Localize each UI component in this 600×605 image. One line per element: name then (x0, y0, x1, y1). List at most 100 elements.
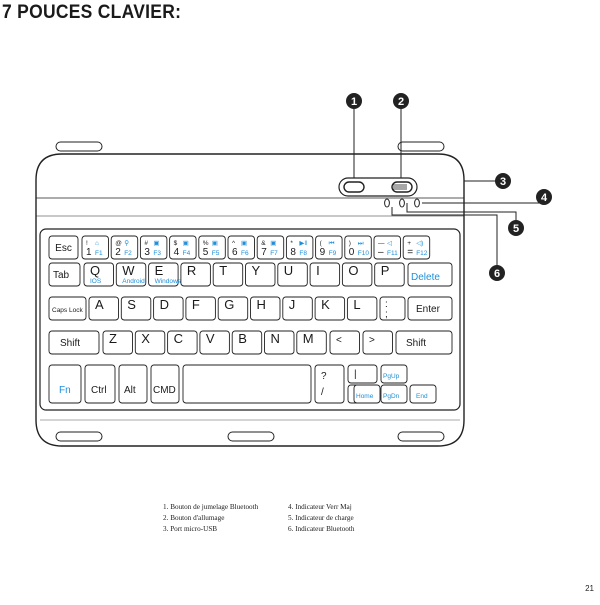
key-media-icon: ▣ (212, 240, 218, 247)
key-cmd-label: CMD (153, 385, 176, 396)
key-shift-left (48, 330, 100, 355)
key-number-= (402, 235, 431, 260)
key-letter-l (346, 296, 378, 321)
key-pgup (380, 364, 408, 384)
key-gt-label: > (369, 335, 375, 346)
key-media-icon: ▶‖ (299, 240, 307, 247)
key-letter-g (217, 296, 249, 321)
key-letter-r (180, 262, 211, 287)
key-letter-d (153, 296, 184, 321)
key-pgdn-label: PgDn (383, 393, 400, 400)
key-main-label: 1 (86, 247, 92, 258)
key-letter-o (341, 262, 373, 287)
key-main-label: 7 (261, 247, 267, 258)
key-shift-right (395, 330, 453, 355)
key-letter-k (314, 296, 346, 321)
page-number: 21 (585, 584, 594, 593)
key-main-label: 6 (232, 247, 238, 258)
legend-item-5: 5. Indicateur de charge (288, 514, 354, 522)
callout-1: 1 (346, 93, 362, 109)
key-letter-p (374, 262, 405, 287)
key-esc-label: Esc (55, 243, 72, 254)
key-letter-label: A (95, 297, 104, 312)
key-letter-e (148, 262, 179, 287)
key-caps-lock (48, 296, 87, 321)
key-letter-label: V (206, 331, 215, 346)
key-main-label: 4 (174, 247, 180, 258)
callout-5: 5 (508, 220, 524, 236)
key-letter-s (120, 296, 152, 321)
key-number-4 (169, 235, 197, 260)
key-fn (48, 364, 82, 404)
key-number-2 (110, 235, 139, 260)
key-media-icon: ▣ (183, 240, 189, 247)
key-fn-label: F12 (416, 250, 428, 257)
bluetooth-pairing-button (343, 181, 365, 193)
callout-3: 3 (495, 173, 511, 189)
legend-column-2: 4. Indicateur Verr Maj 5. Indicateur de … (288, 502, 354, 535)
key-caps-label: Caps Lock (52, 307, 83, 314)
key-delete (407, 262, 453, 287)
key-main-label: 9 (320, 247, 326, 258)
key-letter-y (245, 262, 276, 287)
key-letter-label: P (381, 263, 390, 278)
key-letter-x (134, 330, 166, 355)
key-top-label: ) (349, 240, 351, 247)
key-top-label: ( (320, 240, 323, 247)
key-media-icon: ◁ (387, 240, 393, 247)
key-media-icon: ⌂ (95, 240, 99, 247)
key-semicolon-top: : (385, 299, 388, 310)
key-alt-label: Alt (124, 385, 136, 396)
key-letter-label: T (219, 263, 227, 278)
key-letter-label: Q (90, 263, 100, 278)
key-esc (48, 235, 79, 260)
key-media-icon: ◁) (416, 240, 423, 247)
key-tab-label: Tab (53, 270, 70, 281)
key-slash-main: / (321, 387, 324, 398)
callout-6: 6 (489, 265, 505, 281)
page-title: 7 POUCES CLAVIER: (2, 2, 182, 23)
key-letter-u (277, 262, 308, 287)
key-fn-label: F10 (358, 250, 370, 257)
key-top-label: $ (174, 240, 178, 247)
key-fn-label: F9 (329, 250, 337, 257)
key-media-icon: ⚲ (124, 239, 129, 247)
key-top-label: ! (86, 240, 88, 247)
key-semicolon (379, 296, 406, 321)
key-letter-label: C (174, 331, 183, 346)
key-main-label: – (378, 247, 384, 258)
hinge-top-left (55, 141, 103, 152)
key-tab (48, 262, 81, 287)
key-letter-t (212, 262, 244, 287)
foot-bottom-center (227, 431, 275, 442)
key-main-label: 2 (115, 247, 121, 258)
key-letter-q (83, 262, 114, 287)
key-letter-v (199, 330, 230, 355)
key-period (362, 330, 393, 355)
key-top-label: * (290, 240, 293, 247)
svg-text:3: 3 (500, 176, 506, 188)
key-letter-c (167, 330, 198, 355)
legend-item-2: 2. Bouton d'allumage (163, 514, 225, 522)
key-slash (314, 364, 345, 404)
key-ctrl-label: Ctrl (91, 385, 107, 396)
key-end (409, 384, 437, 404)
key-media-icon: ▣ (270, 240, 276, 247)
legend-item-1: 1. Bouton de jumelage Bluetooth (163, 503, 259, 511)
key-letter-label: M (303, 331, 314, 346)
caps-lock-indicator (384, 198, 390, 208)
hinge-top-right (397, 141, 445, 152)
key-fn-label: Fn (59, 385, 71, 396)
key-os-label: Android (122, 278, 145, 285)
key-fn-label: F6 (241, 250, 249, 257)
foot-bottom-right (397, 431, 445, 442)
key-top-label: & (261, 240, 266, 247)
key-slash-top: ? (321, 371, 327, 382)
key-fn-label: F4 (183, 250, 191, 257)
key-letter-f (185, 296, 216, 321)
charge-indicator (399, 198, 405, 208)
key-number-8 (285, 235, 314, 260)
key-letter-label: G (224, 297, 234, 312)
callout-4: 4 (536, 189, 552, 205)
key-letter-label: L (353, 297, 360, 312)
